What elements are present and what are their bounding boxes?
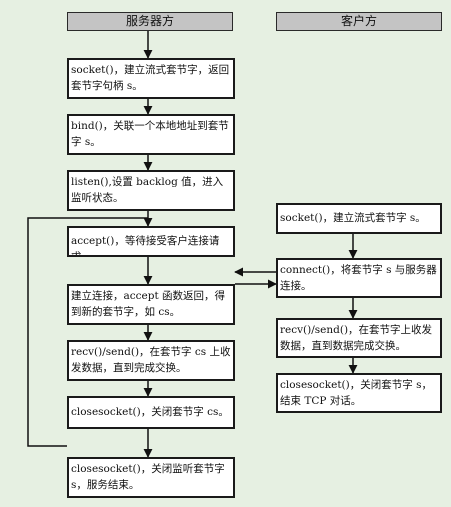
loop-back-to-accept: [27, 217, 148, 447]
server-step-socket: socket()，建立流式套节字，返回套节字句柄 s。: [67, 58, 235, 99]
server-step-listen: listen(),设置 backlog 值，进入监听状态。: [67, 170, 235, 211]
server-step-close-cs: closesocket()，关闭套节字 cs。: [67, 396, 235, 429]
server-column-header: 服务器方: [67, 12, 233, 31]
server-step-connection-established: 建立连接，accept 函数返回，得到新的套节字，如 cs。: [67, 284, 235, 325]
client-column-header: 客户方: [276, 12, 442, 31]
client-step-close: closesocket()，关闭套节字 s，结束 TCP 对话。: [276, 373, 442, 413]
server-step-bind: bind()，关联一个本地地址到套节字 s。: [67, 114, 235, 155]
server-step-accept: accept()，等待接受客户连接请求。: [67, 226, 235, 257]
client-step-socket: socket()，建立流式套节字 s。: [276, 203, 442, 234]
server-step-recv-send: recv()/send()，在套节字 cs 上收发数据，直到完成交换。: [67, 340, 235, 381]
server-step-close-listen: closesocket()，关闭监听套节字 s，服务结束。: [67, 457, 235, 498]
client-step-connect: connect()，将套节字 s 与服务器连接。: [276, 258, 442, 298]
client-step-recv-send: recv()/send()，在套节字上收发数据，直到数据完成交换。: [276, 318, 442, 358]
